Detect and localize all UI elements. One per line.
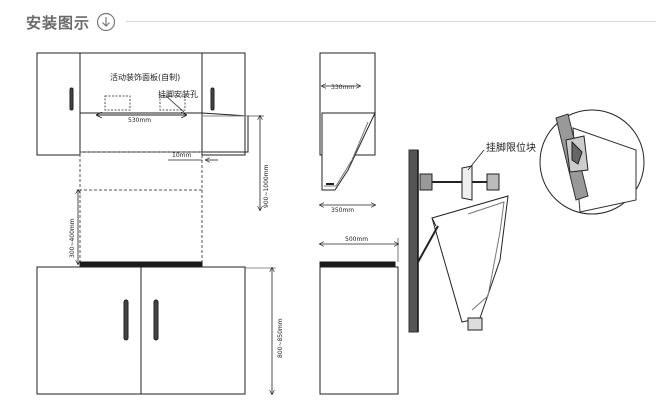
circle-down-arrow-icon: [96, 12, 116, 32]
decorative-panel: [79, 52, 203, 114]
upper-handle-left: [69, 87, 74, 111]
mid-height-dim-label: 300~400mm: [69, 218, 76, 258]
zoom-detail-circle: [539, 109, 645, 215]
side-view: [319, 52, 399, 395]
width-dim-label: 530mm: [128, 117, 151, 124]
side-cooktop: [319, 261, 396, 268]
nut: [486, 173, 500, 191]
hood-dashed-area: [79, 151, 203, 191]
bracket-detail-view: [408, 149, 509, 333]
side-base-cabinet: [319, 266, 399, 395]
base-handle-right: [153, 299, 159, 341]
bracket-label: 挂脚限位块: [486, 141, 536, 154]
hood-front-outline: [80, 112, 249, 153]
upper-cabinet-left: [36, 52, 81, 156]
lower-height-dim-label: 800~850mm: [277, 318, 284, 358]
section-header: 安装图示: [26, 8, 116, 36]
base-handle-left: [123, 299, 129, 341]
hood-tilted: [431, 195, 509, 323]
top-depth-dim-label: 330mm: [331, 84, 354, 91]
cooktop: [79, 261, 203, 268]
bolt-head: [419, 173, 433, 191]
section-title: 安装图示: [26, 13, 91, 32]
panel-label: 活动装饰面板(自制): [110, 72, 180, 82]
hood-depth-dim-label: 350mm: [331, 207, 354, 214]
front-view: [36, 52, 276, 394]
upper-height-dim-label: 900~1000mm: [263, 164, 270, 208]
gap-dim-label: 10mm: [172, 152, 191, 159]
header-divider: [126, 21, 656, 22]
wall: [408, 149, 419, 333]
hole-label: 挂脚安装孔: [158, 89, 198, 99]
bracket-plate: [461, 165, 473, 201]
upper-handle-right: [210, 87, 215, 111]
cabinet-depth-dim-label: 500mm: [345, 236, 368, 243]
upper-cabinet-right: [201, 52, 246, 156]
side-hood: [321, 112, 376, 191]
